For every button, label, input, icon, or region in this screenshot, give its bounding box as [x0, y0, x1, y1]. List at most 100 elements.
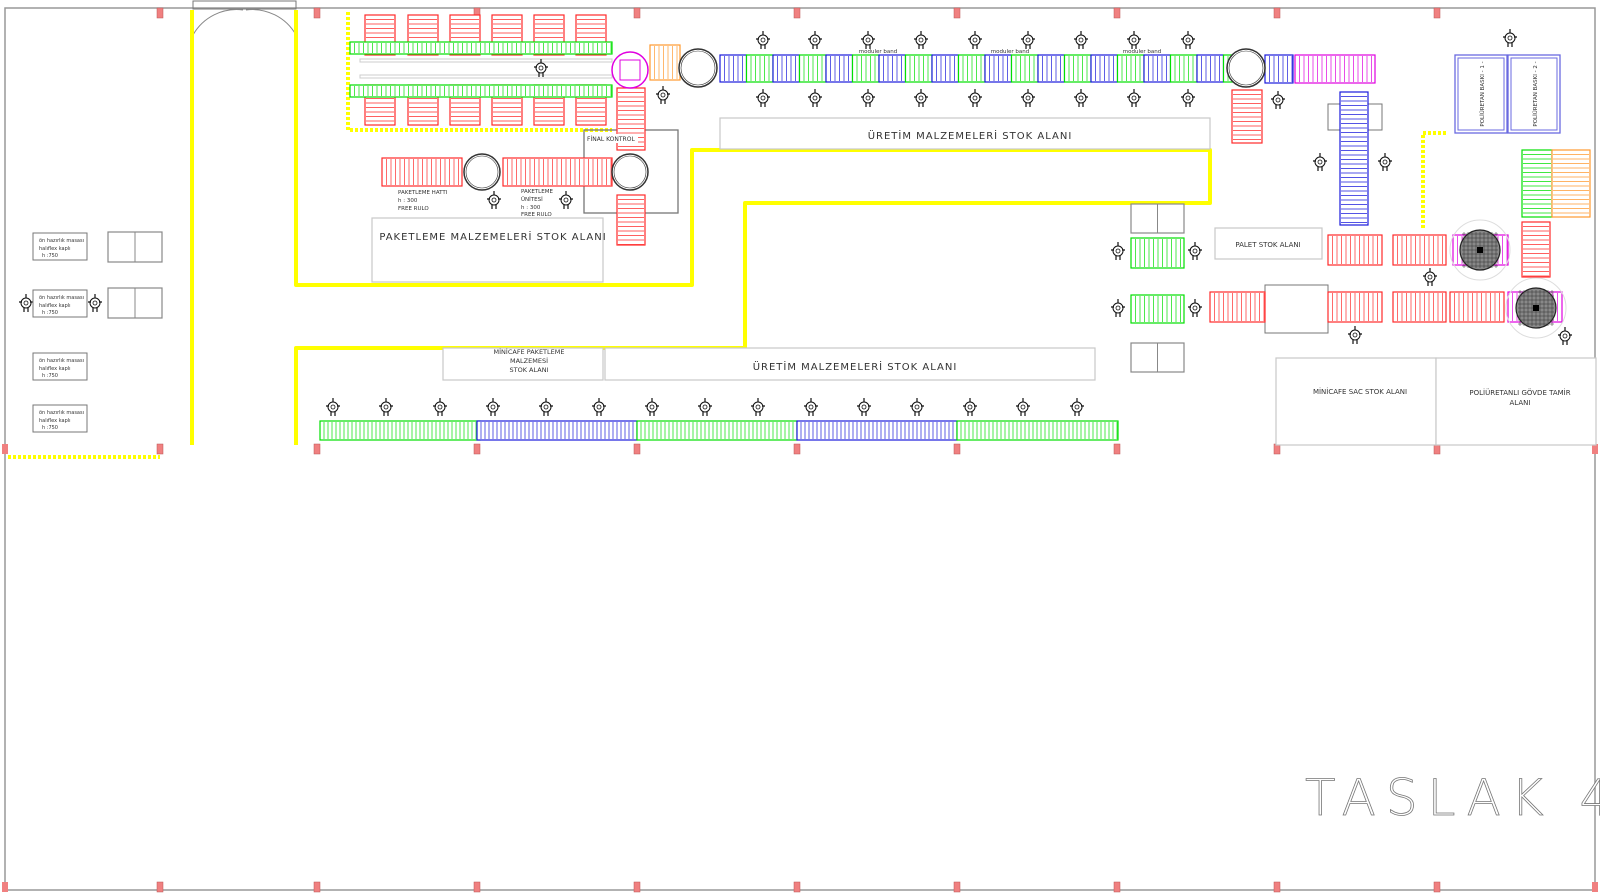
area-label: PALET STOK ALANI [1235, 241, 1300, 249]
area-label: MİNİCAFE SAC STOK ALANI [1313, 387, 1407, 396]
operator-icon [808, 89, 822, 107]
area-uretim-stok-top: ÜRETİM MALZEMELERİ STOK ALANI [719, 117, 1211, 150]
column-marker [156, 7, 164, 19]
operator-icon [19, 294, 33, 312]
column-marker [2, 882, 8, 892]
conveyor-segment [1010, 54, 1039, 83]
rotary-table [1449, 219, 1511, 281]
operator-icon [592, 398, 606, 416]
area-label: POLİÜRETANLI GÖVDE TAMİR [1469, 388, 1570, 397]
area-label: ALANI [1510, 399, 1531, 407]
column-marker [793, 7, 801, 19]
conveyor-segment [502, 157, 613, 187]
operator-icon [968, 89, 982, 107]
operator-icon [910, 398, 924, 416]
operator-icon [1127, 89, 1141, 107]
conveyor-segment [1294, 54, 1376, 84]
conveyor-segment [107, 231, 163, 263]
operator-icon [88, 294, 102, 312]
operator-icon [534, 59, 548, 77]
column-marker [313, 881, 321, 893]
operator-icon [1423, 268, 1437, 286]
operator-icon [433, 398, 447, 416]
operator-icon [1188, 242, 1202, 260]
operator-icon [1074, 89, 1088, 107]
prep-table-height: h :750 [42, 373, 58, 379]
turntable [1226, 48, 1266, 88]
column-marker [1113, 881, 1121, 893]
column-marker [1273, 7, 1281, 19]
area-label: ÜRETİM MALZEMELERİ STOK ALANI [753, 360, 958, 373]
prep-table-title: ön hazırlık masası [39, 410, 84, 416]
operator-icon [756, 31, 770, 49]
column-marker [953, 881, 961, 893]
conveyor-segment [1551, 149, 1591, 218]
conveyor-segment [1130, 237, 1185, 269]
conveyor-segment [719, 54, 748, 83]
line-label: ÜNİTESİ [521, 196, 543, 203]
conveyor-segment [381, 157, 463, 187]
column-marker [793, 881, 801, 893]
conveyor-segment [616, 194, 646, 246]
conveyor-segment [1327, 291, 1383, 323]
turntable [463, 153, 501, 191]
operator-icon [1111, 299, 1125, 317]
operator-icon [1127, 31, 1141, 49]
conveyor-segment [1521, 149, 1553, 218]
line-label: h : 300 [398, 198, 418, 204]
operator-icon [914, 31, 928, 49]
watermark-taslak: TASLAK 4 [1305, 769, 1600, 827]
conveyor-segment [1090, 54, 1119, 83]
prep-table: ön hazırlık masası halıflex kaplı h :750 [32, 232, 88, 261]
operator-icon [857, 398, 871, 416]
column-marker [473, 881, 481, 893]
conveyor-segment [1130, 203, 1185, 234]
area-poliuretan-tamir: POLİÜRETANLI GÖVDE TAMİR ALANI [1435, 357, 1597, 446]
column-marker [1113, 443, 1121, 455]
line-label: FREE RULO [398, 206, 429, 212]
conveyor-segment [349, 41, 613, 55]
operator-icon [1271, 91, 1285, 109]
column-marker [633, 881, 641, 893]
area-label: MİNİCAFE PAKETLEME [494, 347, 565, 356]
conveyor-segment [825, 54, 854, 83]
robot-cell [611, 51, 649, 89]
area-label: FİNAL KONTROL [587, 136, 635, 143]
operator-icon [751, 398, 765, 416]
operator-icon [808, 31, 822, 49]
operator-icon [804, 398, 818, 416]
area-palet-stok: PALET STOK ALANI [1214, 227, 1323, 260]
prep-table-surface: halıflex kaplı [39, 246, 71, 252]
conveyor-segment [904, 54, 933, 83]
column-marker [953, 7, 961, 19]
label-backing [586, 134, 638, 143]
column-marker [156, 443, 164, 455]
walkway-right [1421, 131, 1446, 230]
column-marker [1592, 882, 1598, 892]
operator-icon [379, 398, 393, 416]
moduler-band-labels: moduler band moduler band moduler band [859, 49, 1161, 55]
prep-table-surface: halıflex kaplı [39, 303, 71, 309]
operator-icon [1188, 299, 1202, 317]
conveyor-segment [1392, 234, 1447, 266]
area-label: MALZEMESİ [510, 356, 548, 365]
operator-icon [698, 398, 712, 416]
door [192, 0, 297, 36]
area-label: STOK ALANI [510, 366, 549, 374]
operator-icon [1348, 326, 1362, 344]
columns [2, 7, 1598, 893]
conveyor-segment [349, 84, 613, 98]
prep-table: ön hazırlık masası halıflex kaplı h :750 [32, 352, 88, 381]
column-marker [633, 443, 641, 455]
conveyor-segment [1231, 89, 1263, 144]
operator-icon [1074, 31, 1088, 49]
operator-icon [963, 398, 977, 416]
line-label: h : 300 [521, 205, 541, 211]
conveyor-segment [1327, 234, 1383, 266]
poliuretan-baski-1: POLİÜRETAN BASKI - 1 - [1454, 54, 1508, 134]
column-marker [1273, 881, 1281, 893]
conveyors [107, 14, 1591, 441]
operator-icon [1378, 153, 1392, 171]
operator-icon [656, 86, 670, 104]
